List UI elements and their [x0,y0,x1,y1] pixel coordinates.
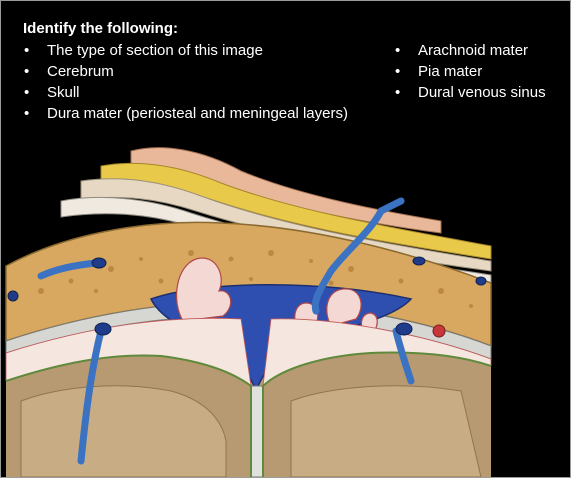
bullet-item-section-type: The type of section of this image [24,40,348,61]
slide-heading: Identify the following: [23,20,178,37]
pia-mater-left [5,354,252,477]
left-bullet-list: The type of section of this image Cerebr… [24,40,348,124]
pia-mater-right [262,351,492,477]
bullet-item-dura-mater: Dura mater (periosteal and meningeal lay… [24,103,348,124]
bullet-item-dural-venous-sinus: Dural venous sinus [395,82,546,103]
meninges-illustration [5,147,492,477]
arachnoid-granulations [175,257,378,334]
vein-openings [7,256,487,336]
galea-layer [80,178,492,272]
cerebrum-cortex [20,385,482,477]
right-bullet-list: Arachnoid mater Pia mater Dural venous s… [395,40,546,103]
bullet-item-skull: Skull [24,82,348,103]
bullet-item-arachnoid-mater: Arachnoid mater [395,40,546,61]
bone-pores [38,250,473,308]
falx-cerebri [250,385,264,477]
bullet-item-pia-mater: Pia mater [395,61,546,82]
cerebral-veins [37,197,415,465]
bullet-item-cerebrum: Cerebrum [24,61,348,82]
artery-cross-section [432,324,446,338]
